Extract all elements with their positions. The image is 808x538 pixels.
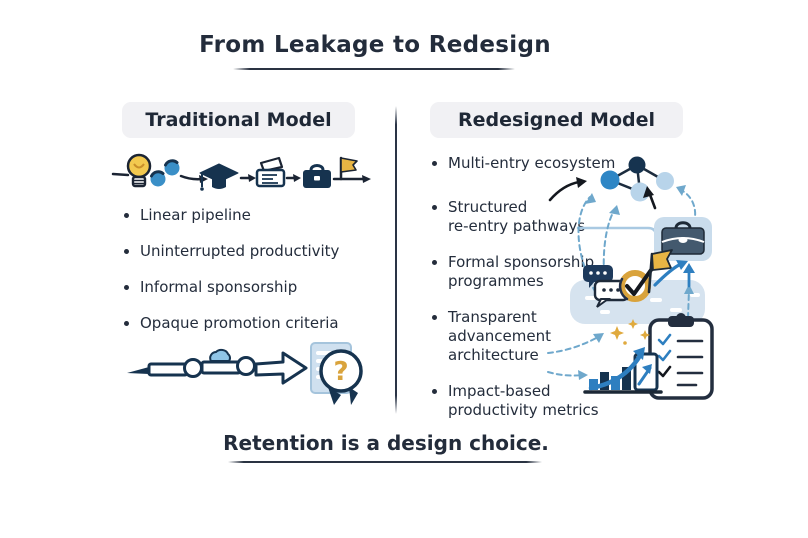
list-item: Linear pipeline: [124, 206, 339, 224]
list-item: Formal sponsorship programmes: [432, 253, 622, 291]
flag-icon: [339, 156, 358, 181]
caption-underline: [228, 461, 542, 463]
progress-dots-icon: [150, 159, 180, 187]
bullet-dot: [432, 260, 437, 265]
bullet-dot: [124, 249, 129, 254]
list-item: Opaque promotion criteria: [124, 314, 339, 332]
arrow-icon: [332, 175, 371, 183]
traditional-bullet-list: Linear pipeline Uninterrupted productivi…: [124, 206, 339, 350]
arrow-icon: [285, 174, 301, 182]
path-line: [576, 226, 658, 244]
lightbulb-icon: [126, 153, 152, 188]
traditional-flow-illustration: [111, 153, 371, 191]
network-nodes-icon: [600, 156, 674, 202]
bullet-dot: [124, 321, 129, 326]
bullet-dot: [124, 285, 129, 290]
open-arrow-icon: [254, 351, 308, 385]
question-mark: ?: [333, 357, 348, 387]
black-arrow-icon: [548, 177, 657, 210]
list-item: Multi-entry ecosystem: [432, 154, 622, 173]
list-item: Uninterrupted productivity: [124, 242, 339, 260]
growth-chart-icon: [583, 347, 663, 394]
redesigned-ecosystem-illustration: [547, 156, 714, 400]
certificate-question-icon: ?: [310, 342, 363, 405]
checklist-clipboard-icon: [648, 313, 714, 400]
pipeline-icon: [127, 356, 256, 378]
caption: Retention is a design choice.: [223, 431, 549, 455]
cloud-icon: [209, 348, 231, 362]
entry-line: [111, 172, 130, 177]
bullet-dot: [432, 315, 437, 320]
center-divider: [395, 106, 397, 414]
list-item: Structured re-entry pathways: [432, 198, 622, 236]
bullet-dot: [432, 389, 437, 394]
bullet-dot: [432, 205, 437, 210]
printer-icon: [255, 156, 286, 188]
goal-check-icon: [618, 268, 653, 302]
left-panel-header: Traditional Model: [122, 102, 355, 138]
up-arrow-icon: [683, 263, 695, 288]
bullet-dot: [124, 213, 129, 218]
page-title: From Leakage to Redesign: [199, 32, 551, 58]
graduation-cap-icon: [199, 163, 239, 191]
right-panel-header: Redesigned Model: [430, 102, 683, 138]
curved-arrow-icon: [653, 260, 688, 287]
redesigned-bullet-list: Multi-entry ecosystem Structured re-entr…: [432, 154, 622, 437]
list-item: Impact-based productivity metrics: [432, 382, 622, 420]
bullet-dot: [432, 161, 437, 166]
briefcase-icon: [303, 164, 331, 188]
title-underline: [233, 68, 515, 70]
list-item: Transparent advancement architecture: [432, 308, 622, 365]
sparkles-icon: [610, 319, 650, 345]
arrow-icon: [239, 174, 256, 182]
list-item: Informal sponsorship: [124, 278, 339, 296]
arrow-icon: [179, 174, 208, 183]
pipeline-certificate-illustration: ?: [127, 342, 363, 405]
flag-icon: [647, 249, 673, 294]
dashed-arrowheads: [578, 185, 694, 380]
